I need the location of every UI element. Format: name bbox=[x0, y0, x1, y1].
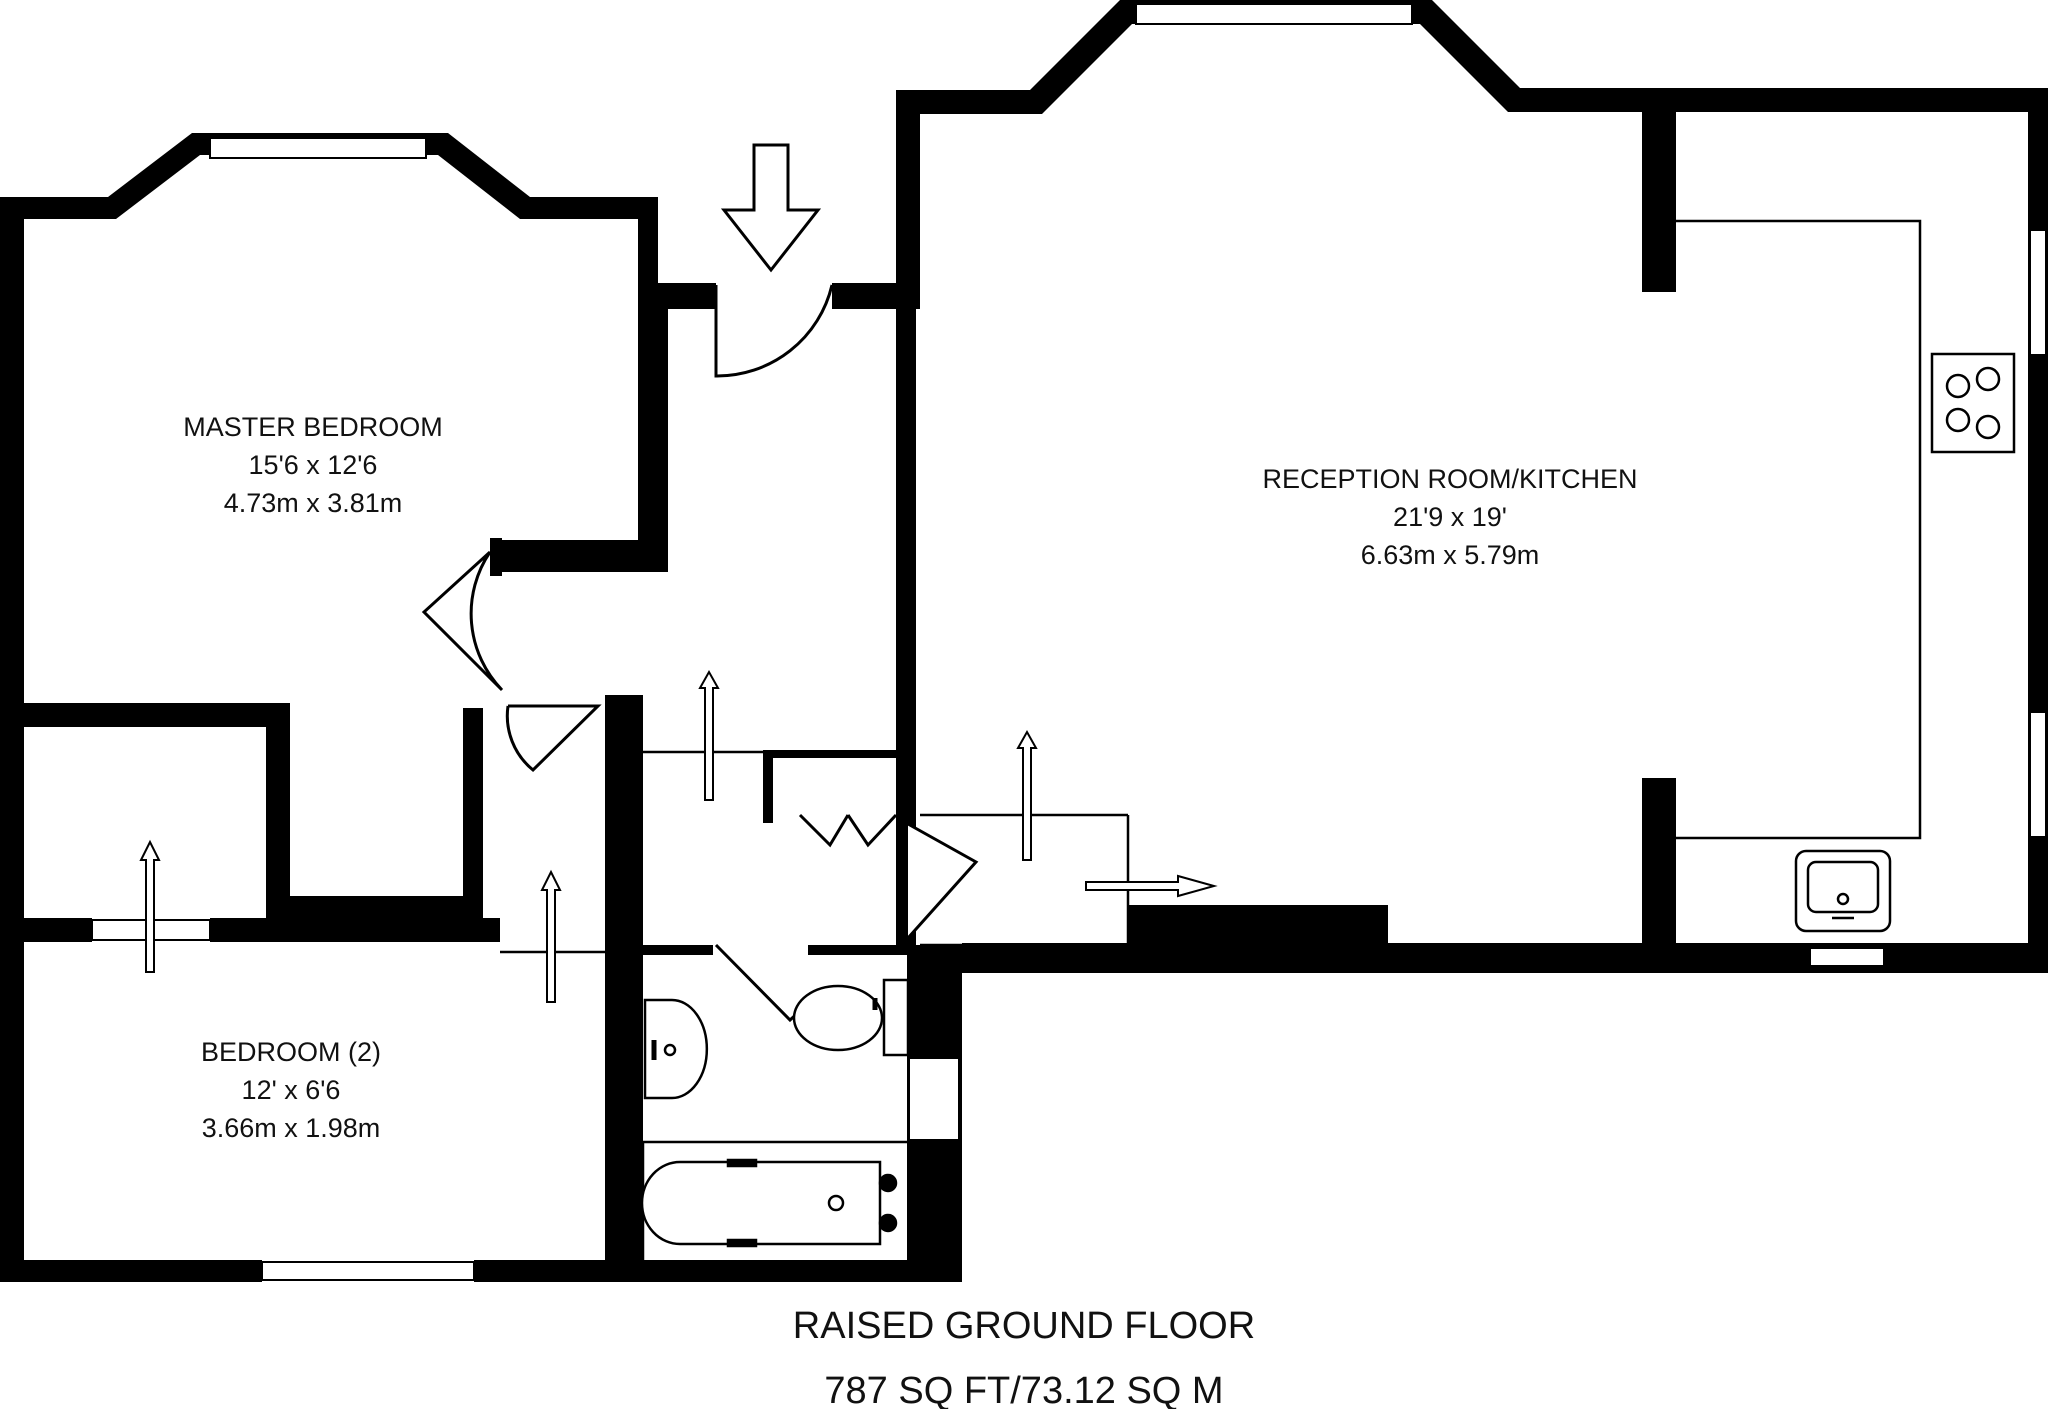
arrow-up-icon bbox=[139, 839, 161, 973]
bathroom-window bbox=[908, 1057, 960, 1141]
bedroom2-south-wall-b bbox=[474, 1260, 962, 1282]
bathroom-north-wall-a bbox=[643, 945, 713, 955]
arrow-up-icon bbox=[1016, 729, 1038, 861]
flow-arrows bbox=[139, 669, 1218, 1003]
kitchen-sink-icon bbox=[1794, 849, 1892, 933]
bedroom2-north-wall-b bbox=[210, 918, 500, 942]
master-bedroom-south-wall bbox=[0, 703, 290, 727]
reception-south-inner bbox=[962, 943, 1388, 973]
reception-window bbox=[1135, 3, 1413, 25]
fixtures bbox=[640, 352, 2016, 1248]
closet-east-wall bbox=[266, 703, 290, 918]
cupboard-door-left bbox=[798, 813, 850, 848]
hall-stub-wall bbox=[463, 708, 483, 916]
room-size-metric: 6.63m x 5.79m bbox=[1361, 540, 1540, 570]
hall-door bbox=[906, 822, 979, 940]
closet-south-wall bbox=[290, 896, 483, 918]
label-master-bedroom: MASTER BEDROOM 15'6 x 12'6 4.73m x 3.81m bbox=[183, 412, 443, 518]
cupboard-north-wall bbox=[763, 750, 908, 758]
master-door-jamb bbox=[490, 538, 502, 576]
kitchen-divider-top bbox=[1642, 110, 1676, 292]
label-reception-kitchen: RECEPTION ROOM/KITCHEN 21'9 x 19' 6.63m … bbox=[1262, 464, 1637, 570]
label-bedroom-2: BEDROOM (2) 12' x 6'6 3.66m x 1.98m bbox=[201, 1037, 381, 1143]
kitchen-window-upper bbox=[2029, 229, 2047, 356]
reception-north-wall bbox=[896, 0, 2048, 114]
room-name: BEDROOM (2) bbox=[201, 1037, 381, 1067]
room-size-imperial: 21'9 x 19' bbox=[1393, 502, 1507, 532]
bathroom-west-wall bbox=[605, 945, 643, 1282]
room-size-imperial: 15'6 x 12'6 bbox=[249, 450, 378, 480]
cupboard-west-wall bbox=[763, 750, 773, 823]
room-size-imperial: 12' x 6'6 bbox=[242, 1075, 341, 1105]
bedroom2-west-wall bbox=[0, 700, 24, 1280]
reception-west-wall bbox=[896, 285, 916, 945]
reception-south-wall-left bbox=[1128, 905, 1388, 945]
bedroom2-south-wall bbox=[0, 1260, 262, 1282]
kitchen-window-bottom bbox=[1809, 947, 1885, 967]
bathroom-north-wall-b bbox=[808, 945, 908, 955]
master-bedroom-window bbox=[209, 137, 427, 159]
kitchen-divider-bottom bbox=[1642, 778, 1676, 946]
master-bedroom-east-wall bbox=[492, 219, 668, 572]
room-name: MASTER BEDROOM bbox=[183, 412, 443, 442]
arrow-up-icon bbox=[698, 669, 720, 801]
arrow-right-icon bbox=[1085, 874, 1218, 898]
toilet-icon bbox=[792, 978, 910, 1057]
reception-east-wall bbox=[2028, 88, 2048, 973]
kitchen-window-lower bbox=[2029, 711, 2047, 838]
basin-icon bbox=[643, 998, 709, 1100]
windows bbox=[91, 3, 2047, 1281]
bedroom2-north-wall-a bbox=[0, 918, 92, 942]
master-bedroom-door bbox=[421, 550, 504, 692]
room-size-metric: 3.66m x 1.98m bbox=[202, 1113, 381, 1143]
entrance-door bbox=[714, 284, 834, 378]
bath-icon bbox=[640, 1158, 898, 1248]
hall-vertical-wall bbox=[896, 90, 920, 285]
doors bbox=[421, 284, 979, 1023]
hob-icon bbox=[1930, 352, 2016, 454]
reception-south-wall bbox=[1386, 943, 2048, 973]
bedroom2-window bbox=[261, 1261, 475, 1281]
room-name: RECEPTION ROOM/KITCHEN bbox=[1262, 464, 1637, 494]
entrance-arrow-icon bbox=[720, 143, 822, 273]
room-size-metric: 4.73m x 3.81m bbox=[224, 488, 403, 518]
cupboard-door-right bbox=[846, 813, 898, 848]
closet-door bbox=[505, 704, 602, 773]
floor-name: RAISED GROUND FLOOR bbox=[793, 1305, 1255, 1347]
entry-wall-left bbox=[658, 283, 716, 309]
floor-area: 787 SQ FT/73.12 SQ M bbox=[824, 1370, 1223, 1409]
arrow-up-icon bbox=[540, 869, 562, 1003]
